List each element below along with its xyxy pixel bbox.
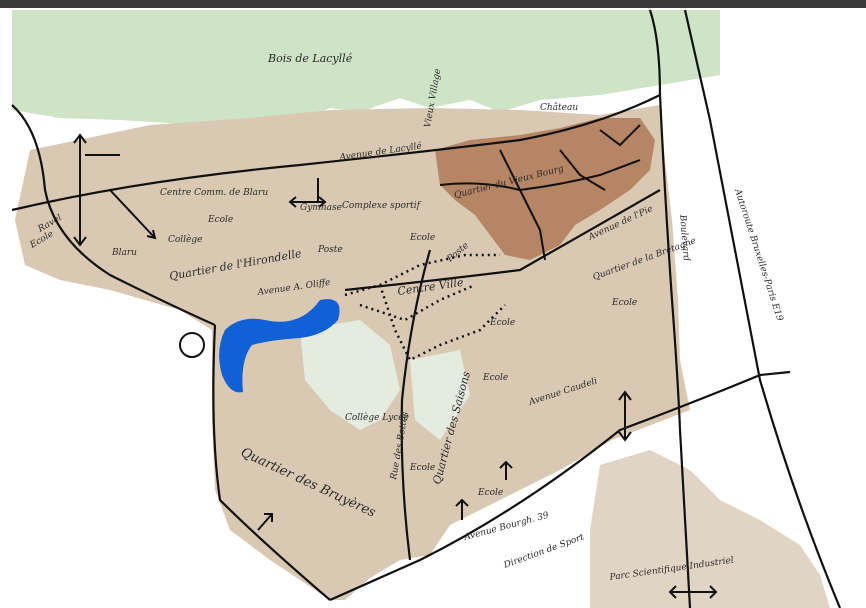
- label-college: Collège: [168, 234, 202, 245]
- boulevard-east-road: [648, 9, 692, 608]
- autoroute-road: [683, 9, 842, 608]
- old-town-area: [435, 118, 655, 260]
- old-town-streets: [439, 124, 641, 261]
- forest-area: [12, 10, 720, 125]
- arrow-east: [618, 390, 632, 442]
- park-area: [300, 320, 400, 430]
- avenue-oliffe-road: [344, 189, 661, 292]
- arrow-industrial: [668, 585, 718, 599]
- label-centre-commercial: Centre Comm. de Blaru: [160, 188, 268, 198]
- southwest-road: [212, 324, 331, 601]
- lake: [219, 299, 340, 393]
- arrow-bruyeres: [257, 513, 273, 531]
- access-arrows: [73, 133, 718, 599]
- label-ecole-mid: Ecole: [489, 318, 515, 328]
- arrow-blaru: [73, 133, 87, 247]
- industrial-area: [590, 450, 830, 608]
- label-ecole-bruyeres: Ecole: [477, 488, 503, 498]
- arrow-south-2: [499, 460, 513, 480]
- label-college-lycee: Collège Lycée: [345, 412, 409, 423]
- arrow-south-1: [455, 498, 469, 520]
- label-gymnase: Gymnase: [300, 203, 342, 213]
- label-poste: Poste: [317, 245, 343, 255]
- central-south-road: [400, 249, 432, 561]
- arrow-college: [109, 189, 157, 240]
- park-area-2: [410, 350, 470, 440]
- label-ecole-ss: Ecole: [409, 463, 435, 473]
- road-network: [11, 9, 842, 608]
- avenue-lacylle-road: [11, 94, 661, 212]
- label-complexe-sportif: Complexe sportif: [342, 201, 422, 211]
- label-forest: Bois de Lacyllé: [267, 52, 353, 65]
- label-ecole-east: Ecole: [611, 298, 637, 308]
- arrow-centre: [288, 196, 327, 208]
- label-ecole-centre: Ecole: [409, 233, 435, 243]
- frame-top: [0, 0, 866, 8]
- avenue-bourgh-road: [329, 370, 791, 602]
- label-ecole-nw: Ecole: [207, 215, 233, 225]
- roundabout: [179, 332, 205, 358]
- western-ring-road: [11, 104, 216, 327]
- label-boulevard-est: Boulevard: [677, 213, 691, 261]
- pedestrian-paths: [344, 253, 506, 362]
- label-blaru: Blaru: [111, 248, 137, 258]
- label-chateau: Château: [540, 102, 578, 113]
- label-ecole-south: Ecole: [482, 373, 508, 383]
